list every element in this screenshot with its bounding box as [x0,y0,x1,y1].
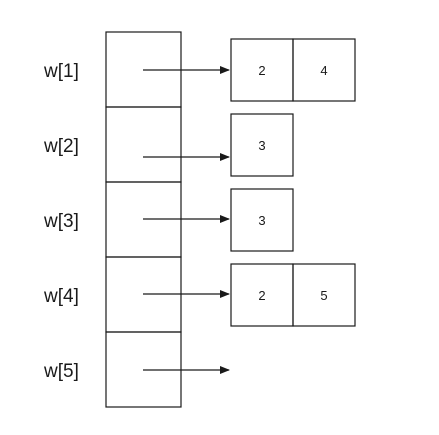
row-label: w[2] [43,136,79,157]
row-label: w[3] [43,211,79,232]
row-label: w[5] [43,361,79,382]
row-5: w[5] [43,331,230,408]
array-cell [105,106,182,183]
node-value: 4 [320,63,327,78]
row-label: w[1] [43,61,79,82]
node-value: 3 [258,213,265,228]
row-4: w[4] 2 5 [43,256,356,333]
node-value: 3 [258,138,265,153]
node-value: 2 [258,63,265,78]
row-label: w[4] [43,286,79,307]
node-value: 5 [320,288,327,303]
row-1: w[1] 2 4 [43,31,356,108]
row-3: w[3] 3 [43,181,294,258]
list-node [292,38,356,102]
list-node [230,113,294,177]
row-2: w[2] 3 [43,106,294,183]
node-value: 2 [258,288,265,303]
list-node [292,263,356,327]
list-node [230,188,294,252]
